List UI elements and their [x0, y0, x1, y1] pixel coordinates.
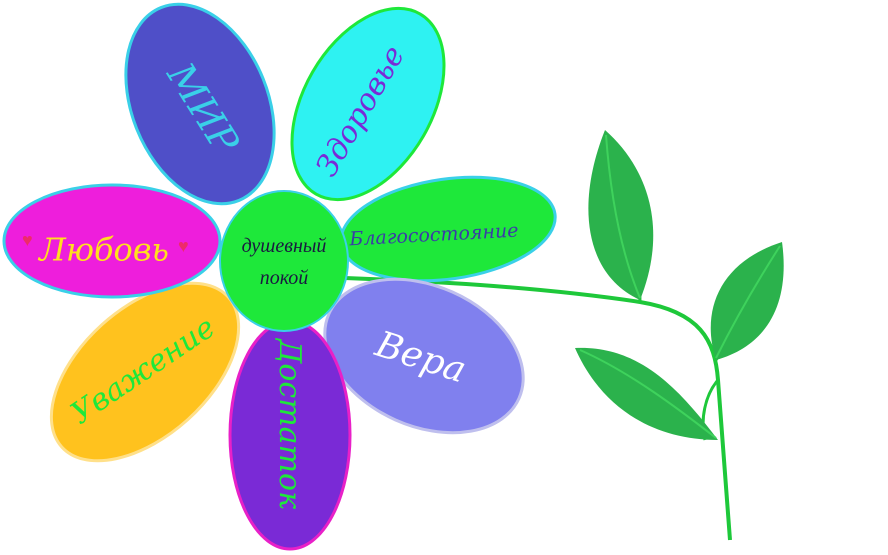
petal-shape-mir [124, 2, 276, 206]
petal-shape-zdorovye [290, 6, 446, 202]
petal-mir: МИР [124, 2, 276, 206]
petal-label-lyubov: Любовь [37, 231, 169, 269]
petal-label-dostatok: Достаток [272, 337, 307, 509]
petal-shape-vera [323, 277, 525, 435]
center-disc [219, 190, 349, 332]
petal-blagosostoyanie: Благосостояние [339, 175, 557, 283]
center-label-line2: покой [260, 267, 309, 289]
heart-icon: ♥ [178, 236, 189, 256]
petal-shape-lyubov [2, 183, 222, 299]
leaf-top [588, 130, 654, 300]
petal-vera: Вера [323, 277, 525, 435]
center-label-line1: душевный [242, 235, 327, 257]
petal-lyubov: Любовь [2, 183, 222, 299]
petal-zdorovye: Здоровье [290, 6, 446, 202]
leaf-bottom-left [575, 347, 718, 440]
stem [344, 276, 732, 541]
petal-dostatok: Достаток [228, 319, 352, 551]
heart-icon: ♥ [22, 230, 33, 250]
leaf-right [710, 242, 784, 360]
